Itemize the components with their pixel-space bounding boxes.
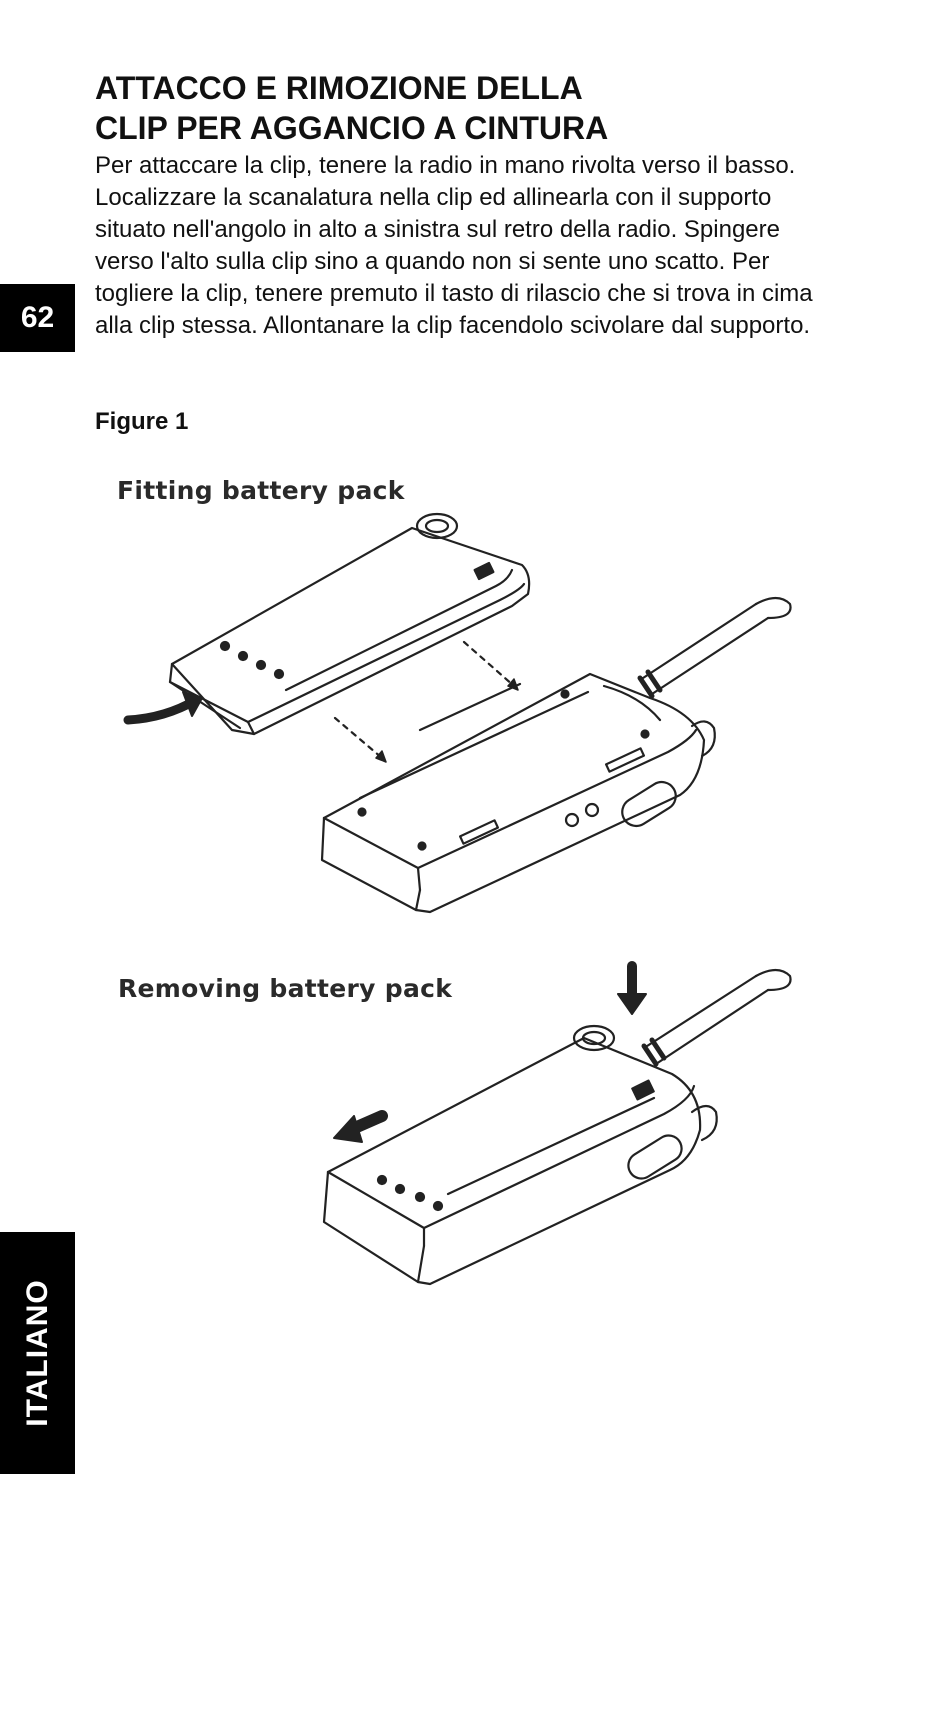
- language-tab: ITALIANO: [0, 1232, 75, 1474]
- battery-pack-top: [168, 512, 531, 736]
- title-line-1: ATTACCO E RIMOZIONE DELLA: [95, 70, 583, 106]
- body-paragraph: Per attaccare la clip, tenere la radio i…: [95, 152, 813, 339]
- caption-fitting-battery-pack: Fitting battery pack: [117, 476, 405, 505]
- insert-arrow-icon: [123, 695, 201, 725]
- radio-body-top: [320, 672, 716, 914]
- figure-label: Figure 1: [95, 408, 189, 435]
- page-number: 62: [20, 301, 55, 334]
- section-title: ATTACCO E RIMOZIONE DELLA CLIP PER AGGAN…: [95, 68, 855, 148]
- alignment-arrows: [333, 640, 516, 760]
- title-line-2: CLIP PER AGGANCIO A CINTURA: [95, 110, 609, 146]
- antenna-top: [637, 596, 792, 699]
- antenna-bottom: [641, 968, 792, 1067]
- radio-with-pack-bottom: [322, 1024, 718, 1286]
- page-number-tab: 62: [0, 284, 75, 352]
- caption-removing-battery-pack: Removing battery pack: [118, 974, 453, 1003]
